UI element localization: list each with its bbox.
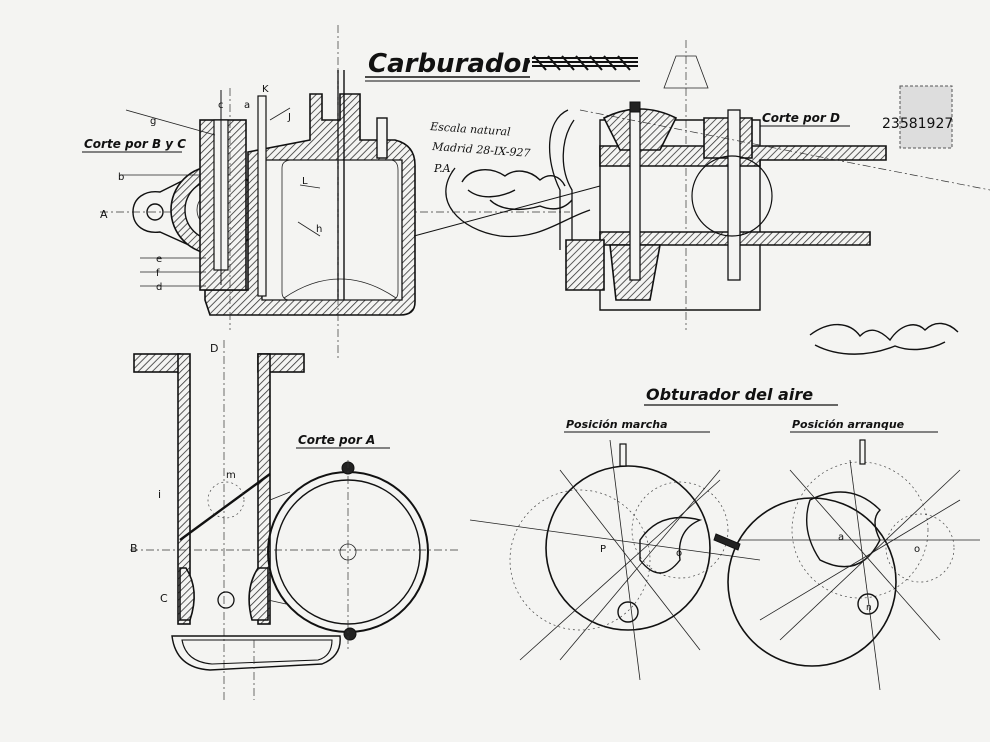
section-byc-title: Corte por B y C [84, 137, 186, 151]
label-j: J [287, 112, 291, 123]
air-shutter-section: Obturador del aire Posición marcha P o P… [469, 385, 980, 691]
label-o-run: o [676, 548, 682, 559]
label-f: f [156, 268, 160, 279]
crossed-out-word [530, 54, 640, 71]
approval-stamp: 23581927 [882, 85, 953, 149]
section-byc: Corte por B y C A [82, 25, 570, 360]
label-d: d [156, 282, 162, 293]
signature-lower-right [809, 322, 959, 355]
label-p: P [600, 544, 606, 555]
posicion-marcha-title: Posición marcha [566, 418, 668, 431]
label-g: g [150, 116, 156, 127]
section-d-title: Corte por D [762, 111, 840, 125]
main-title-block: Carburador [365, 49, 640, 82]
label-e: e [156, 254, 162, 265]
obturador-title: Obturador del aire [646, 385, 813, 404]
position-run-diagram: P o [469, 439, 761, 681]
date-note: Madrid 28-IX-927 [431, 140, 531, 160]
label-a: a [244, 100, 250, 111]
posicion-arranque-title: Posición arranque [792, 418, 905, 431]
section-a-title: Corte por A [298, 433, 375, 447]
axis-label-b: B [130, 542, 138, 555]
axis-label-a-top: A [100, 208, 108, 221]
scale-note: Escala natural [429, 120, 512, 139]
label-b: b [118, 172, 124, 183]
label-a-start: a [838, 532, 844, 543]
axis-label-i: i [158, 488, 161, 501]
section-a: Corte por A D m i B C [130, 340, 460, 700]
signature-swoop [445, 167, 591, 238]
section-d: Corte por D [413, 40, 990, 330]
axis-label-c: C [160, 592, 168, 605]
position-start-diagram: a o n [713, 439, 980, 691]
label-c: c [218, 100, 224, 111]
axis-label-d: D [210, 342, 218, 355]
main-title: Carburador [368, 49, 536, 79]
label-m: m [226, 470, 236, 481]
label-l: L [302, 176, 308, 187]
signature-upper [461, 169, 573, 211]
label-h: h [316, 224, 322, 235]
label-n: n [866, 603, 872, 613]
label-o-start: o [914, 544, 920, 555]
stamp-number: 23581927 [882, 116, 953, 132]
pa-note: P.A. [433, 162, 454, 175]
label-k: K [262, 84, 269, 95]
